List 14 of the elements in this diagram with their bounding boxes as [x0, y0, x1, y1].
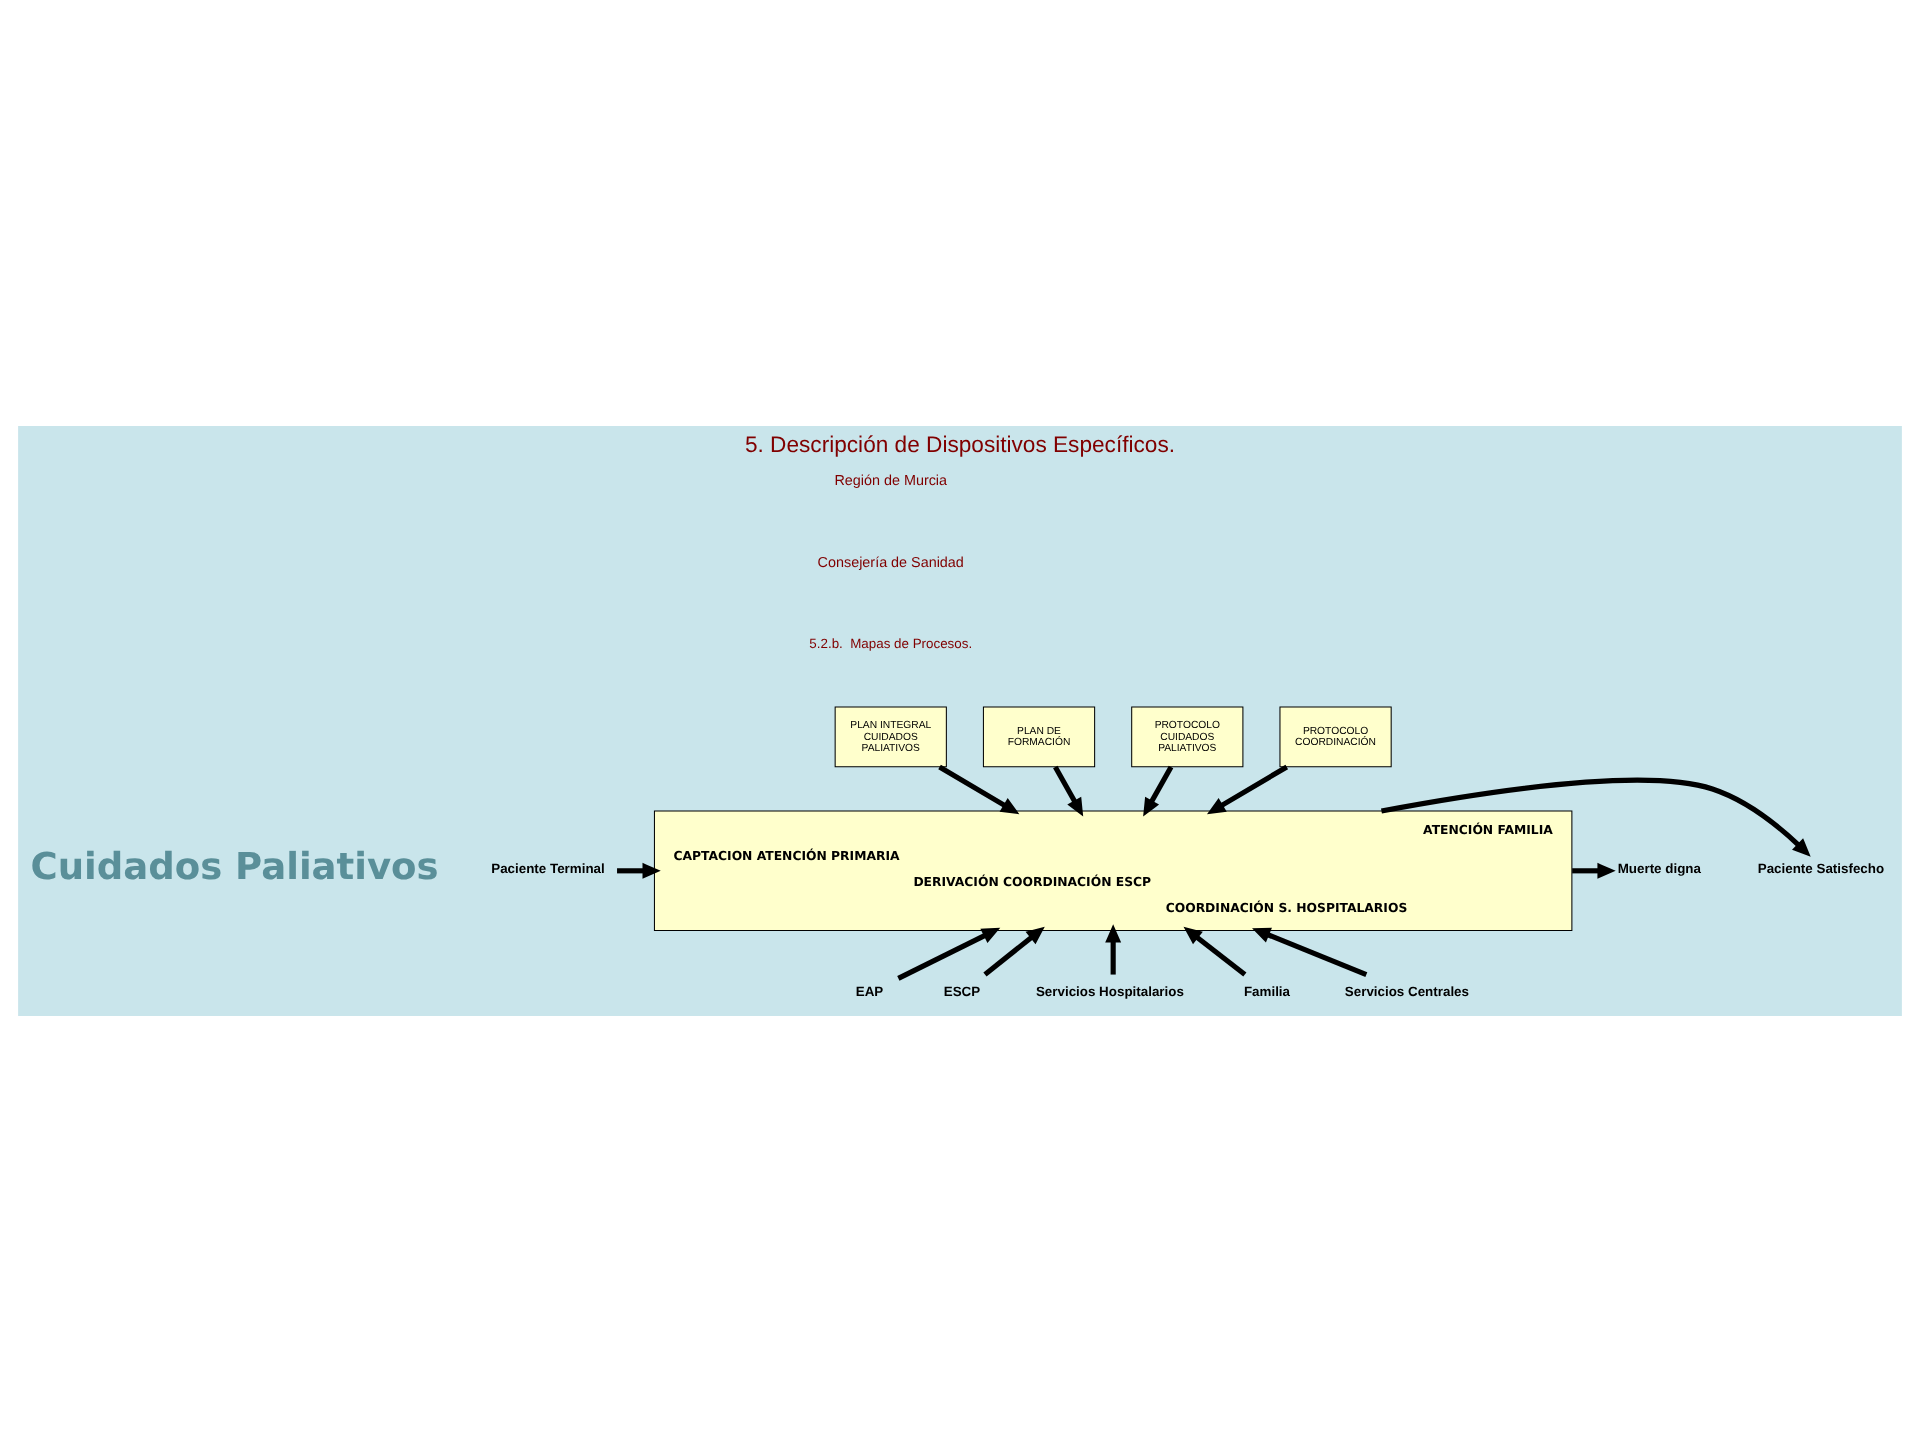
arrow — [1572, 861, 1616, 878]
label: Cuidados Paliativos — [30, 845, 439, 888]
arrow — [983, 925, 1045, 976]
arrow — [1053, 764, 1084, 816]
arrow — [1207, 763, 1289, 814]
diagram-title: 5. Descripción de Dispositivos Específicos. — [744, 433, 1176, 458]
arrow — [897, 926, 1001, 980]
arrow — [1143, 764, 1174, 816]
arrow — [1252, 926, 1368, 977]
arrow — [1381, 776, 1811, 856]
arrow — [938, 763, 1020, 814]
arrow — [617, 861, 661, 878]
arrow — [1183, 925, 1247, 976]
arrow — [1105, 923, 1122, 974]
